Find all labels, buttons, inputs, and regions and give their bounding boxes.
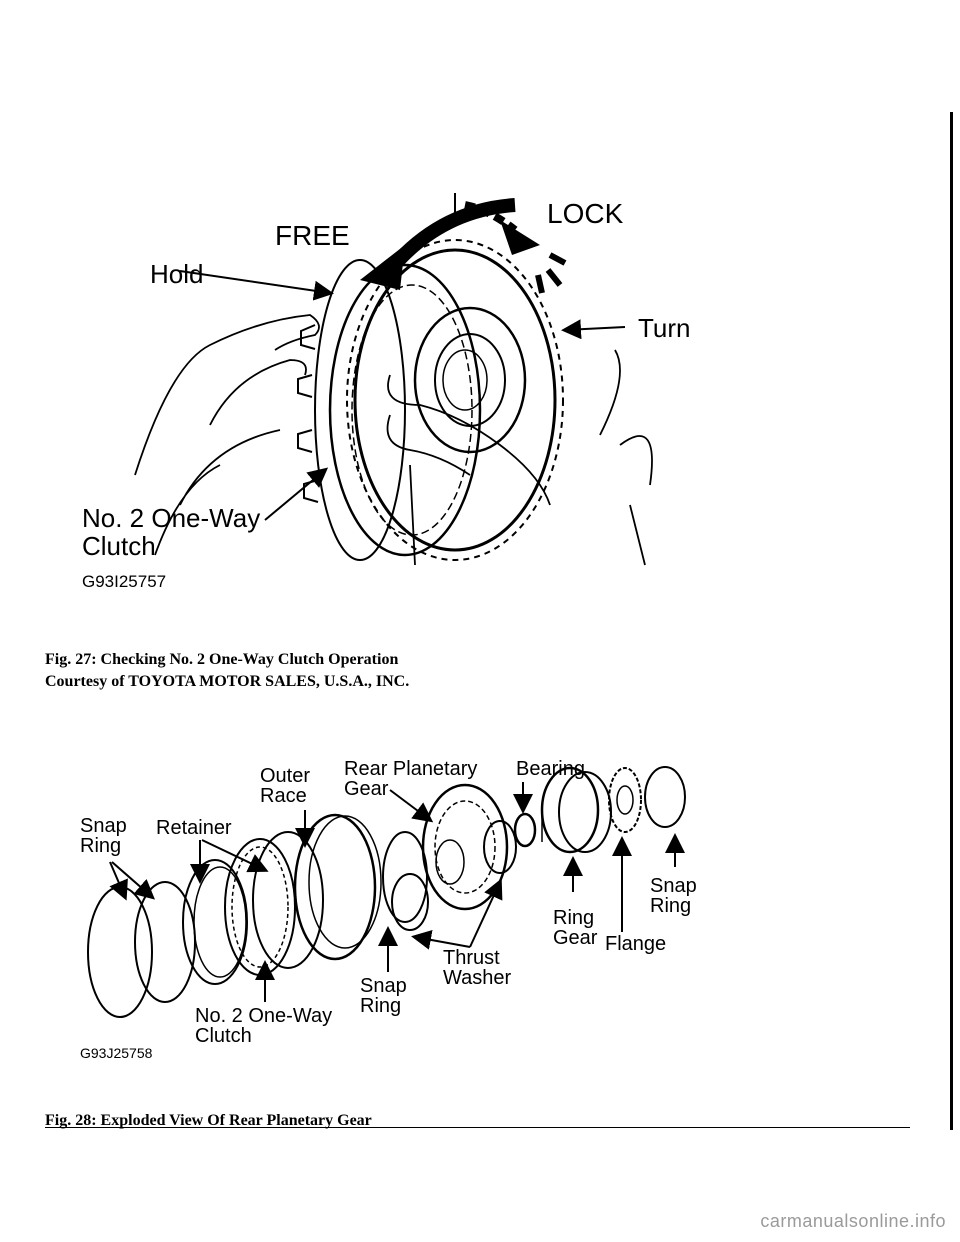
label-bearing: Bearing [516,758,585,780]
label-thrust-washer-1: Thrust [443,947,500,969]
label-turn: Turn [638,313,691,343]
figure-28-caption-title: Fig. 28: Exploded View Of Rear Planetary… [45,1112,372,1129]
label-thrust-washer-2: Washer [443,967,512,989]
label-lock: LOCK [547,198,624,229]
figure-27-caption-credit: Courtesy of TOYOTA MOTOR SALES, U.S.A., … [45,673,410,690]
label-rear-planetary-2: Gear [344,778,389,800]
label-clutch-line1: No. 2 One-Way [82,503,260,533]
figure-27-drawing: FREE LOCK Hold Turn No. 2 One-Way Clutch… [82,193,691,591]
label-clutch-line2: Clutch [82,531,156,561]
label-snap-ring-mid-1: Snap [360,975,407,997]
label-free: FREE [275,220,350,251]
figure-27-caption: Fig. 27: Checking No. 2 One-Way Clutch O… [45,649,409,693]
watermark: carmanualsonline.info [760,1211,946,1231]
label-snap-ring-left-2: Ring [80,835,121,857]
figure-27-caption-title: Fig. 27: Checking No. 2 One-Way Clutch O… [45,651,399,668]
label-outer-race-1: Outer [260,765,310,787]
label-rear-planetary-1: Rear Planetary [344,758,477,780]
label-clutch-1: No. 2 One-Way [195,1005,332,1027]
label-outer-race-2: Race [260,785,307,807]
figure-27-illustration: FREE LOCK Hold Turn No. 2 One-Way Clutch… [60,175,720,605]
bottom-rule [45,1127,910,1128]
figure-28-illustration: Snap Ring Retainer Outer Race Rear Plane… [70,752,730,1072]
label-hold: Hold [150,259,203,289]
label-clutch-2: Clutch [195,1025,252,1047]
label-snap-ring-right-2: Ring [650,895,691,917]
label-snap-ring-mid-2: Ring [360,995,401,1017]
label-ring-gear-1: Ring [553,907,594,929]
label-snap-ring-right-1: Snap [650,875,697,897]
label-snap-ring-left-1: Snap [80,815,127,837]
figure-code: G93I25757 [82,572,166,591]
label-flange: Flange [605,933,666,955]
label-ring-gear-2: Gear [553,927,598,949]
figure-28-drawing: Snap Ring Retainer Outer Race Rear Plane… [80,758,697,1061]
figure-28-caption: Fig. 28: Exploded View Of Rear Planetary… [45,1110,372,1132]
figure-code-28: G93J25758 [80,1045,153,1061]
label-retainer: Retainer [156,817,232,839]
page-right-border [950,112,953,1130]
